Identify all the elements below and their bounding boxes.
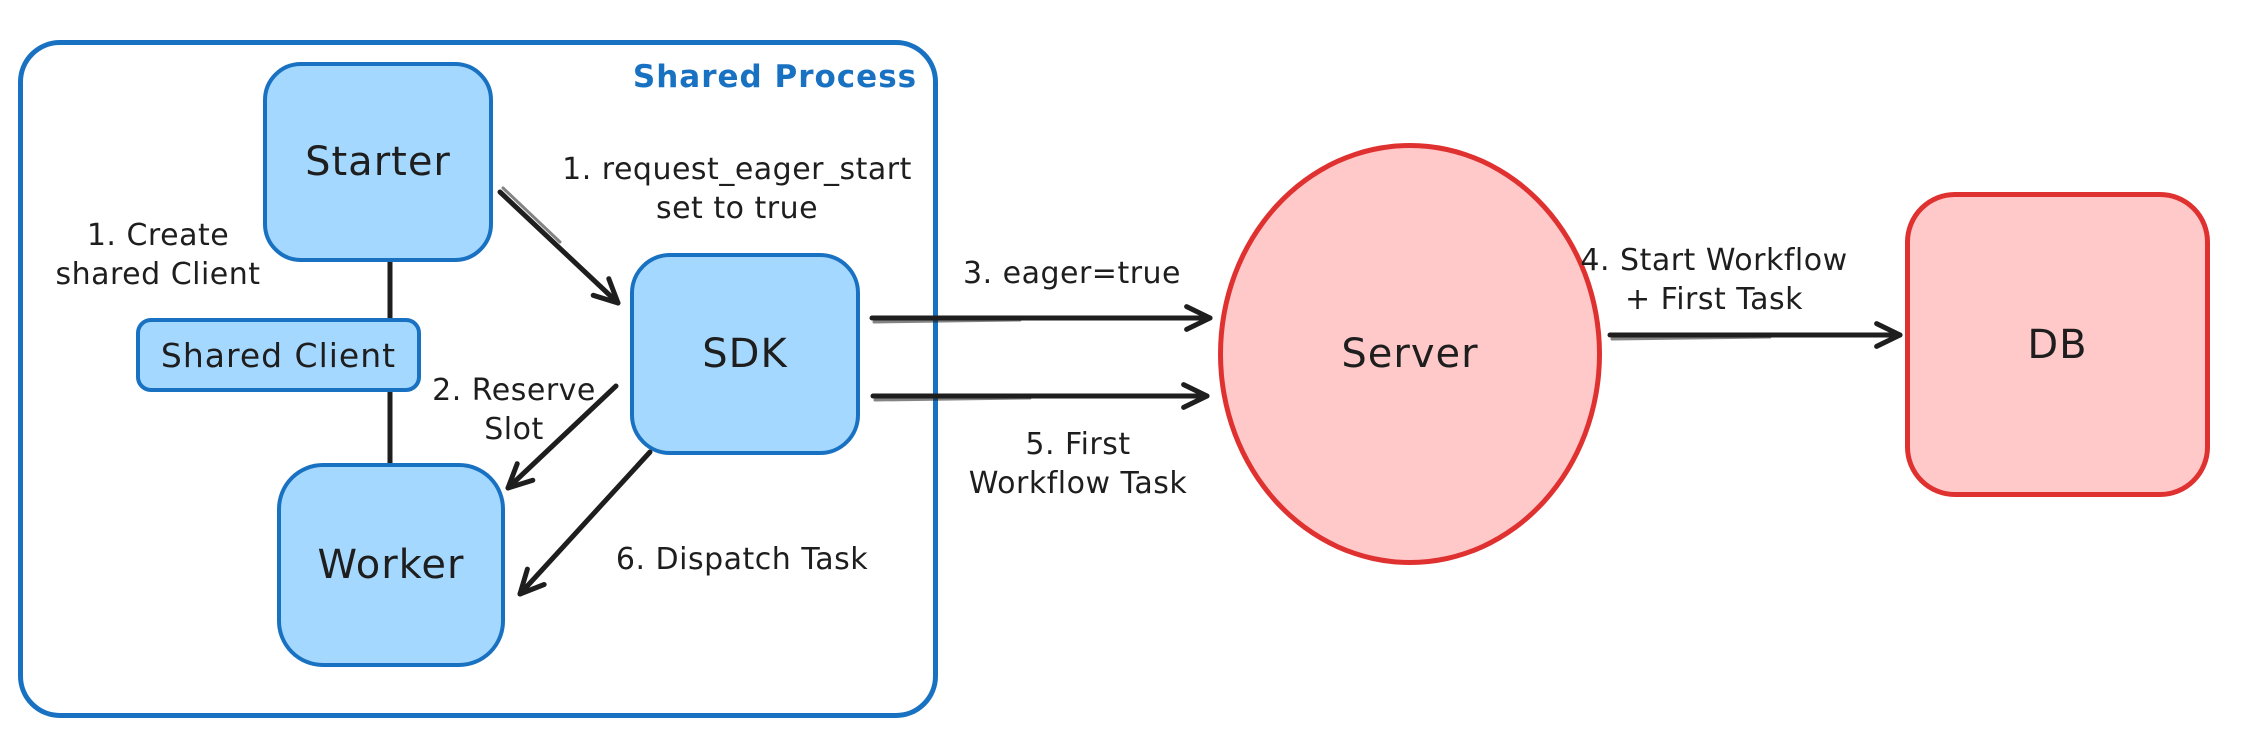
- annotation-line: 2. Reserve: [432, 373, 596, 408]
- node-starter: Starter: [263, 62, 493, 262]
- annotation-line: 1. request_eager_start: [562, 152, 912, 187]
- annotation-line: 3. eager=true: [962, 256, 1182, 291]
- annotation-line: 6. Dispatch Task: [615, 542, 869, 577]
- node-sdk: SDK: [630, 253, 860, 455]
- node-db-label: DB: [2027, 321, 2088, 368]
- arrow-start-workflow: [1607, 321, 1903, 349]
- node-db: DB: [1905, 192, 2210, 497]
- node-worker-label: Worker: [317, 542, 465, 588]
- node-starter-label: Starter: [305, 139, 451, 185]
- node-server-label: Server: [1341, 331, 1479, 377]
- annotation-line: 5. First: [1025, 427, 1131, 462]
- annotation-first-workflow-task: 5. First Workflow Task: [969, 425, 1188, 503]
- annotation-request-eager-start: 1. request_eager_start set to true: [562, 150, 912, 228]
- annotation-line: Slot: [484, 412, 544, 447]
- node-shared-client-label: Shared Client: [160, 335, 397, 375]
- annotation-eager-true: 3. eager=true: [963, 254, 1181, 293]
- node-server: Server: [1218, 143, 1602, 565]
- shared-process-label: Shared Process: [632, 59, 918, 95]
- annotation-create-shared-client: 1. Create shared Client: [55, 216, 260, 294]
- annotation-line: set to true: [655, 191, 819, 226]
- annotation-line: 1. Create: [86, 218, 230, 253]
- annotation-dispatch-task: 6. Dispatch Task: [616, 540, 868, 579]
- annotation-line: shared Client: [55, 257, 261, 292]
- annotation-reserve-slot: 2. Reserve Slot: [432, 371, 596, 449]
- annotation-start-workflow: 4. Start Workflow + First Task: [1580, 241, 1847, 319]
- node-worker: Worker: [277, 463, 505, 667]
- annotation-line: 4. Start Workflow: [1580, 243, 1848, 278]
- node-shared-client: Shared Client: [136, 318, 421, 392]
- annotation-line: + First Task: [1624, 282, 1804, 317]
- shared-process-frame: [18, 40, 938, 718]
- annotation-line: Workflow Task: [968, 466, 1188, 501]
- node-sdk-label: SDK: [702, 331, 788, 377]
